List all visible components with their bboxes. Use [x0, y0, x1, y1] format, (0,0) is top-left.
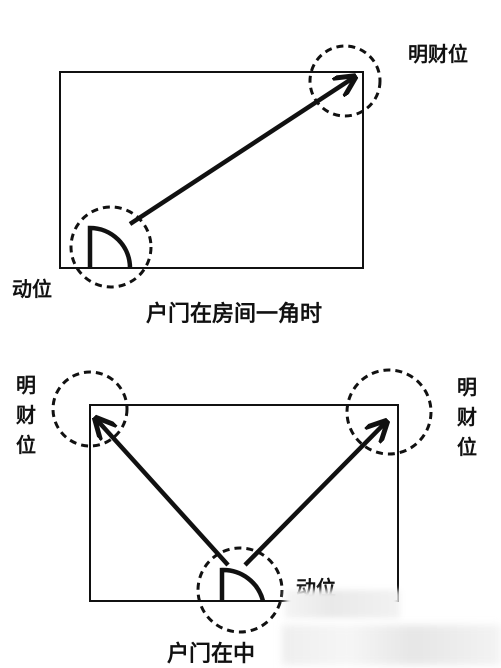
- wealth-position-circle: [308, 44, 382, 118]
- arrow-to-right-wealth: [243, 423, 385, 567]
- left-wealth-position-circle: [51, 370, 129, 448]
- door-swing-icon: [219, 567, 266, 602]
- watermark-blur: [282, 625, 501, 665]
- room-outline: [59, 71, 364, 269]
- arrow-to-left-wealth: [97, 420, 230, 567]
- diagram-center-door: [51, 368, 433, 634]
- door-position-label: 动位: [12, 277, 52, 301]
- wealth-position-label: 明财位: [408, 42, 468, 66]
- left-wealth-position-label: 明财位: [16, 373, 36, 457]
- door-swing-icon: [87, 225, 133, 269]
- door-position-circle: [196, 546, 284, 634]
- door-position-circle: [69, 205, 153, 289]
- diagram-caption: 户门在中: [167, 642, 256, 667]
- diagram-caption: 户门在房间一角时: [146, 302, 323, 327]
- right-wealth-position-circle: [345, 368, 433, 456]
- right-wealth-position-label: 明财位: [457, 375, 477, 459]
- watermark-blur: [285, 590, 400, 618]
- room-outline: [89, 404, 399, 602]
- arrow-to-wealth: [128, 78, 353, 226]
- diagram-corner-door: [59, 44, 382, 289]
